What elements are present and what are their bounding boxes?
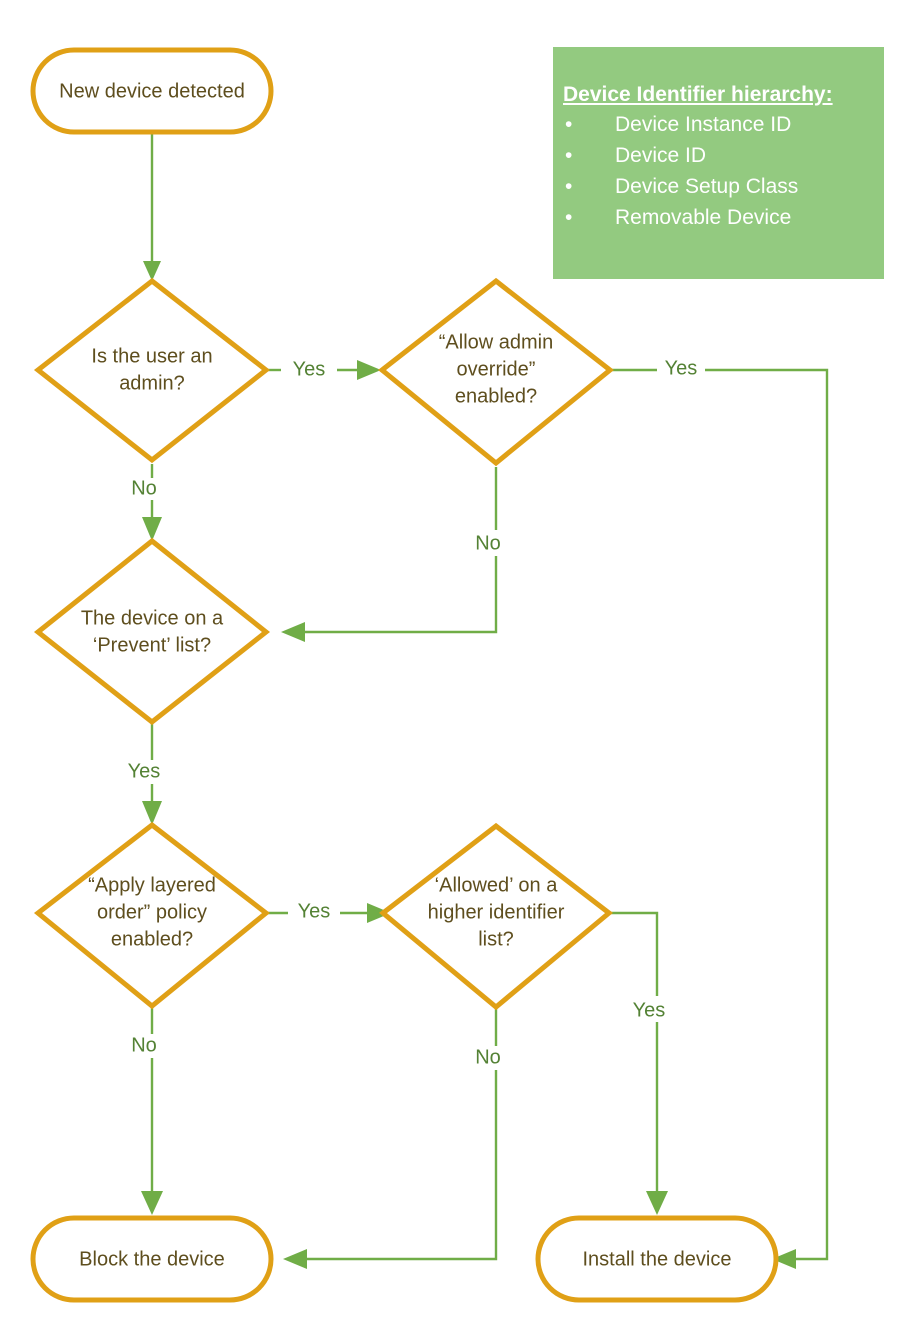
edge-layered-no: No bbox=[131, 1008, 163, 1215]
node-admin-override-label-line1: “Allow admin bbox=[439, 331, 553, 353]
legend-list: • Device Instance ID • Device ID • Devic… bbox=[553, 109, 884, 233]
node-start[interactable]: New device detected bbox=[30, 47, 274, 135]
node-layered-order-shape bbox=[33, 821, 271, 1010]
arrowhead-icon bbox=[283, 1249, 307, 1269]
edge-prevent-yes: Yes bbox=[128, 724, 162, 825]
node-prevent-list[interactable]: The device on a ‘Prevent’ list? bbox=[33, 537, 271, 726]
arrowhead-icon bbox=[142, 517, 162, 541]
node-prevent-list-label-line2: ‘Prevent’ list? bbox=[93, 634, 211, 656]
edge-allowed-yes: Yes bbox=[609, 911, 668, 1215]
legend-item: • Removable Device bbox=[553, 202, 884, 233]
bullet-icon: • bbox=[565, 113, 573, 136]
node-is-admin-shape bbox=[33, 277, 271, 464]
node-layered-order-label-line3: enabled? bbox=[111, 928, 193, 950]
legend-item: • Device Instance ID bbox=[553, 109, 884, 140]
edge-label-layered-no: No bbox=[131, 1034, 157, 1056]
node-allowed-higher-label-line2: higher identifier bbox=[428, 901, 565, 923]
node-layered-order-label-line1: “Apply layered bbox=[88, 874, 216, 896]
edge-label-override-yes: Yes bbox=[665, 357, 698, 379]
arrowhead-icon bbox=[357, 360, 381, 380]
edge-is-admin-no: No bbox=[131, 464, 162, 541]
node-install-label: Install the device bbox=[583, 1248, 732, 1270]
node-allowed-higher-label-line3: list? bbox=[478, 928, 514, 950]
legend-panel: Device Identifier hierarchy: • Device In… bbox=[553, 47, 884, 279]
arrowhead-icon bbox=[367, 903, 391, 923]
edge-layered-yes: Yes bbox=[266, 900, 391, 923]
node-block[interactable]: Block the device bbox=[30, 1215, 274, 1303]
edge-label-override-no: No bbox=[475, 532, 501, 554]
node-is-admin-label-line1: Is the user an bbox=[91, 345, 212, 367]
arrowhead-icon bbox=[646, 1191, 668, 1215]
node-prevent-list-label-line1: The device on a bbox=[81, 607, 224, 629]
arrowhead-icon bbox=[141, 1191, 163, 1215]
node-admin-override-label-line2: override” bbox=[457, 358, 536, 380]
arrowhead-icon bbox=[143, 261, 161, 281]
edge-line bbox=[609, 911, 659, 996]
edge-override-yes: Yes bbox=[610, 357, 829, 1269]
edge-label-prevent-yes: Yes bbox=[128, 760, 161, 782]
edge-line bbox=[303, 1070, 498, 1261]
node-is-admin[interactable]: Is the user an admin? bbox=[33, 277, 271, 464]
node-admin-override[interactable]: “Allow admin override” enabled? bbox=[377, 277, 615, 467]
node-allowed-higher-label-line1: ‘Allowed’ on a bbox=[435, 874, 559, 896]
bullet-icon: • bbox=[565, 175, 573, 198]
edge-override-no: No bbox=[281, 467, 501, 642]
edge-line bbox=[300, 556, 498, 634]
edge-label-allowed-yes: Yes bbox=[633, 999, 666, 1021]
edge-label-is-admin-no: No bbox=[131, 477, 157, 499]
edge-allowed-no: No bbox=[283, 1009, 501, 1269]
node-install-shape bbox=[535, 1215, 779, 1303]
edge-line bbox=[705, 368, 829, 1261]
edge-label-allowed-no: No bbox=[475, 1046, 501, 1068]
node-admin-override-shape bbox=[377, 277, 615, 467]
node-allowed-higher-shape bbox=[379, 822, 613, 1011]
node-block-label: Block the device bbox=[79, 1248, 225, 1270]
edge-is-admin-yes: Yes bbox=[266, 358, 381, 380]
legend-item-label: Removable Device bbox=[615, 206, 792, 229]
arrowhead-icon bbox=[772, 1249, 796, 1269]
node-prevent-list-shape bbox=[33, 537, 271, 726]
legend-item-label: Device Setup Class bbox=[615, 175, 799, 198]
edge-label-layered-yes: Yes bbox=[298, 900, 331, 922]
node-install[interactable]: Install the device bbox=[535, 1215, 779, 1303]
legend-item-label: Device Instance ID bbox=[615, 113, 792, 136]
edge-label-is-admin-yes: Yes bbox=[293, 358, 326, 380]
bullet-icon: • bbox=[565, 144, 573, 167]
node-is-admin-label-line2: admin? bbox=[119, 372, 185, 394]
node-start-shape bbox=[30, 47, 274, 135]
arrowhead-icon bbox=[142, 801, 162, 825]
arrowhead-icon bbox=[281, 622, 305, 642]
edge-start-to-is-admin bbox=[143, 134, 161, 281]
legend-item-label: Device ID bbox=[615, 144, 707, 167]
legend-item: • Device Setup Class bbox=[553, 171, 884, 202]
node-layered-order-label-line2: order” policy bbox=[97, 901, 207, 923]
bullet-icon: • bbox=[565, 206, 573, 229]
node-layered-order[interactable]: “Apply layered order” policy enabled? bbox=[33, 821, 271, 1010]
node-admin-override-label-line3: enabled? bbox=[455, 385, 537, 407]
node-start-label: New device detected bbox=[59, 80, 245, 102]
legend-title: Device Identifier hierarchy: bbox=[563, 83, 833, 106]
legend-item: • Device ID bbox=[553, 140, 884, 171]
node-block-shape bbox=[30, 1215, 274, 1303]
node-allowed-higher[interactable]: ‘Allowed’ on a higher identifier list? bbox=[379, 822, 613, 1011]
